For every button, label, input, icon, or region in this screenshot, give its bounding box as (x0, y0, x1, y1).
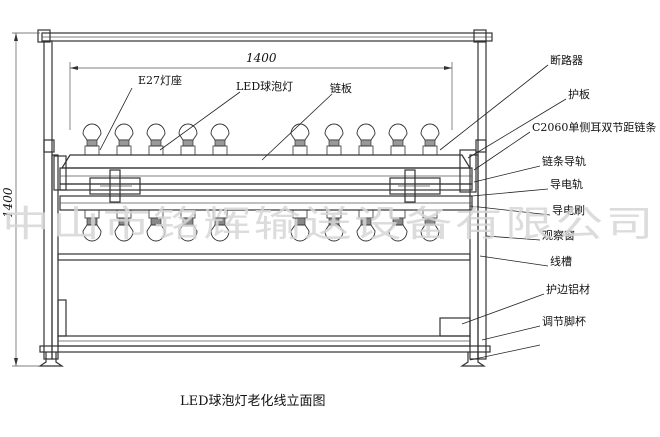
dimension-height: 1400 (1, 32, 40, 367)
label-edge-profile: 护边铝材 (546, 282, 590, 296)
led-bulb-icon (290, 209, 310, 242)
label-led-bulb: LED球泡灯 (236, 79, 293, 93)
led-bulb-icon (210, 209, 230, 242)
led-bulb-icon (82, 123, 102, 156)
label-trough: 线槽 (550, 254, 572, 268)
left-shaft (89, 169, 141, 203)
chain-plate-assembly (53, 149, 477, 211)
led-bulb-icon (356, 123, 376, 156)
led-bulb-icon (210, 123, 230, 156)
label-breaker: 断路器 (550, 53, 583, 67)
label-chain: C2060单侧耳双节距链条 (532, 120, 656, 134)
right-shaft (389, 169, 441, 203)
led-bulb-icon (388, 209, 408, 242)
upper-bulb-row (82, 123, 440, 156)
led-bulb-icon (82, 209, 102, 242)
label-brush: 导电刷 (552, 204, 585, 217)
label-chain-rail: 链条导轨 (542, 154, 586, 168)
lower-bulb-row (82, 209, 440, 242)
led-bulb-icon (420, 209, 440, 242)
label-e27-socket: E27灯座 (138, 73, 182, 87)
led-bulb-icon (178, 209, 198, 242)
led-bulb-icon (290, 123, 310, 156)
machine-frame (37, 29, 493, 367)
led-bulb-icon (356, 209, 376, 242)
dimension-width-label: 1400 (246, 51, 277, 65)
label-chain-plate: 链板 (330, 81, 352, 95)
led-bulb-icon (146, 123, 166, 156)
led-bulb-icon (388, 123, 408, 156)
led-bulb-icon (114, 209, 134, 242)
label-foot: 调节脚杯 (542, 314, 586, 328)
dimension-height-label: 1400 (1, 187, 15, 218)
watermark-company: 中山市铭辉输送设备有限公司 (2, 204, 656, 245)
led-bulb-icon (114, 123, 134, 156)
led-bulb-icon (324, 209, 344, 242)
label-window: 观察窗 (542, 228, 575, 242)
dimension-width: 1400 (69, 51, 453, 130)
diagram-caption: LED球泡灯老化线立面图 (180, 394, 326, 409)
label-power-rail: 导电轨 (550, 177, 583, 191)
led-bulb-icon (324, 123, 344, 156)
led-bulb-icon (178, 123, 198, 156)
led-bulb-icon (146, 209, 166, 242)
led-bulb-icon (420, 123, 440, 156)
leader-lines (99, 64, 567, 361)
label-guard: 护板 (568, 87, 590, 101)
